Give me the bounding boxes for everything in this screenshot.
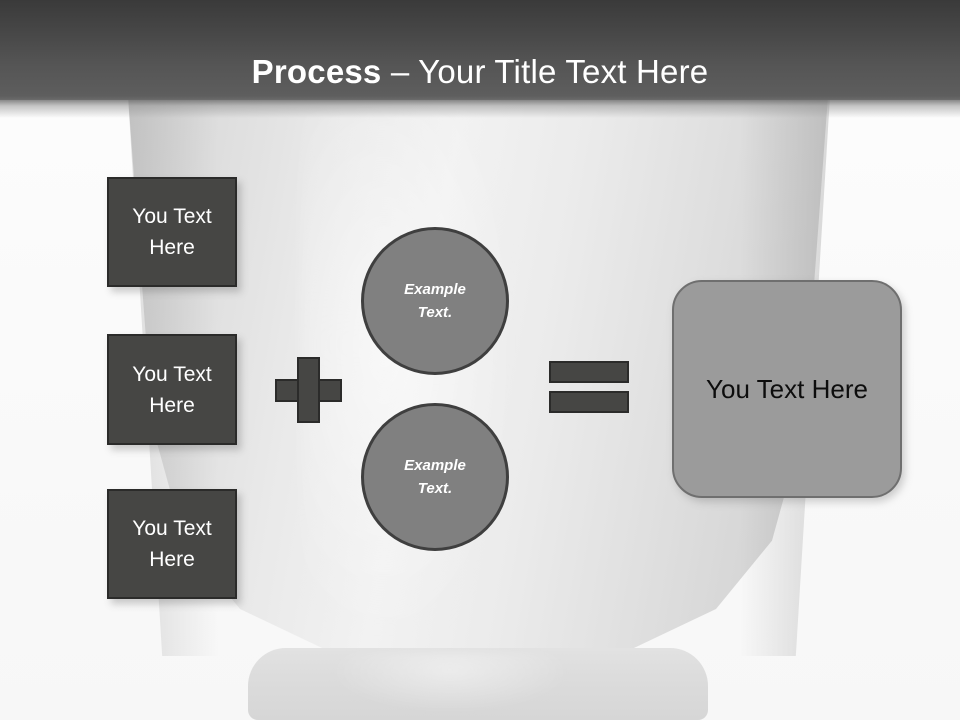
result-box-label: You Text Here [706, 374, 868, 404]
plus-icon-center [299, 381, 318, 400]
example-circle-2-text: Example Text. [404, 454, 466, 500]
example-circle-1[interactable]: Example Text. [361, 227, 509, 375]
input-box-1[interactable]: You Text Here [107, 177, 237, 287]
equals-icon-top-bar [549, 361, 629, 383]
example-circle-2[interactable]: Example Text. [361, 403, 509, 551]
example-circle-2-line2: Text. [417, 480, 453, 497]
vase-base-highlight [330, 652, 570, 712]
equals-icon [549, 361, 629, 413]
title-bar [0, 0, 960, 100]
input-box-2-label: You Text Here [132, 362, 212, 417]
input-box-3[interactable]: You Text Here [107, 489, 237, 599]
vase-base [248, 648, 708, 720]
page-title-strong: Process [251, 53, 382, 90]
example-circle-1-text: Example Text. [404, 278, 466, 324]
result-box[interactable]: You Text Here [672, 280, 902, 498]
page-title-rest: – Your Title Text Here [381, 53, 709, 90]
example-circle-1-line2: Text. [417, 304, 453, 321]
plus-icon [275, 357, 342, 423]
example-circle-1-line1: Example [404, 281, 466, 298]
page-title: Process – Your Title Text Here [0, 52, 960, 92]
input-box-2[interactable]: You Text Here [107, 334, 237, 445]
input-box-3-label: You Text Here [132, 517, 212, 571]
input-box-1-label: You Text Here [132, 205, 212, 259]
equals-icon-bottom-bar [549, 391, 629, 413]
example-circle-2-line1: Example [404, 457, 466, 474]
